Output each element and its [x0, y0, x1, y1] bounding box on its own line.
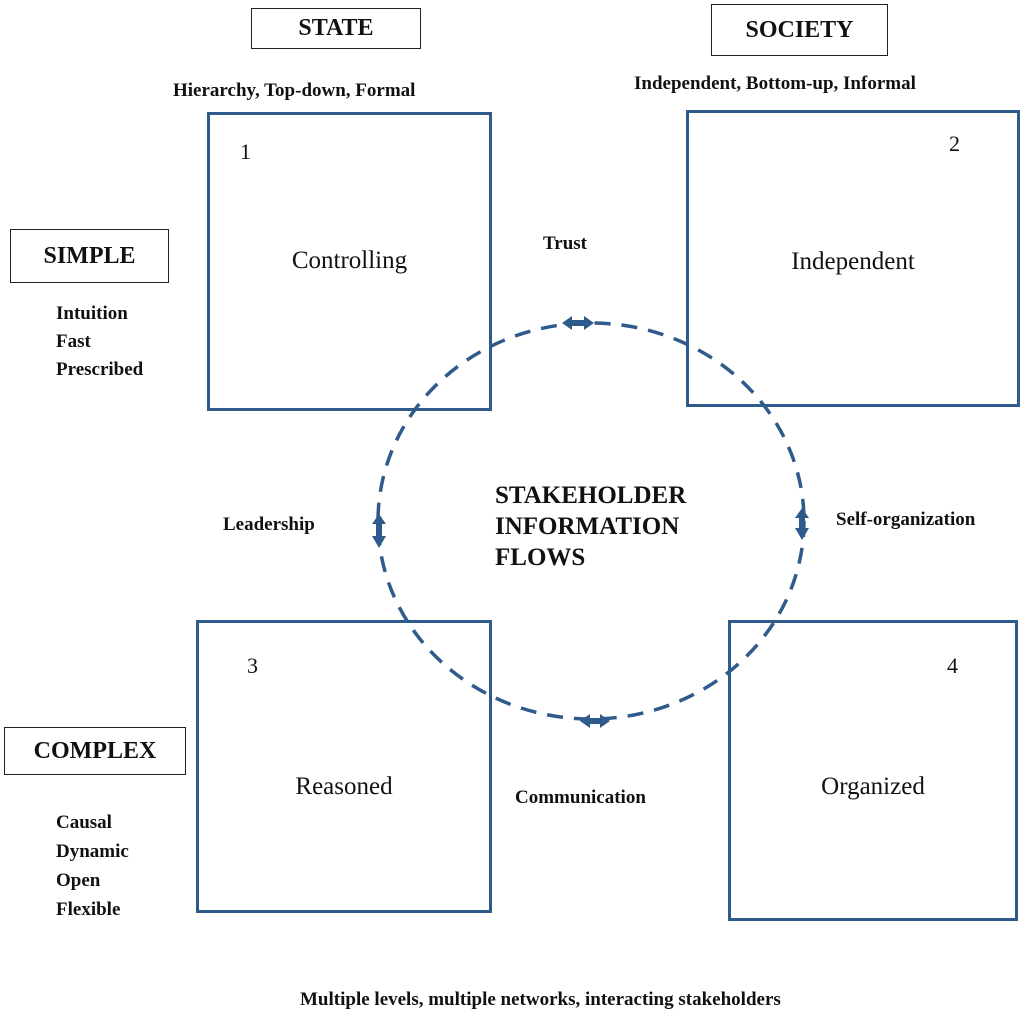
center-line: FLOWS [495, 544, 586, 571]
flow-label-communication: Communication [515, 787, 646, 808]
flow-label-self-organization: Self-organization [836, 509, 976, 530]
center-title: STAKEHOLDER INFORMATION FLOWS [495, 480, 686, 573]
simple-desc-item: Intuition [56, 303, 128, 324]
quadrant-label: Reasoned [295, 773, 393, 800]
complex-description: Causal Dynamic Open Flexible [56, 808, 129, 924]
complex-desc-item: Causal [56, 812, 112, 833]
simple-description: Intuition Fast Prescribed [56, 300, 143, 384]
complex-desc-item: Open [56, 870, 101, 891]
state-label: STATE [251, 8, 421, 49]
quadrant-number: 4 [947, 653, 958, 678]
double-arrow-right-icon [795, 508, 809, 540]
society-description: Independent, Bottom-up, Informal [634, 73, 916, 94]
center-line: INFORMATION [495, 513, 680, 540]
quadrant-reasoned: 3 Reasoned [196, 620, 492, 913]
quadrant-controlling: 1 Controlling [207, 112, 492, 411]
complex-label: COMPLEX [4, 727, 186, 775]
flow-label-leadership: Leadership [223, 514, 315, 535]
complex-desc-item: Dynamic [56, 841, 129, 862]
complex-desc-item: Flexible [56, 899, 121, 920]
society-label: SOCIETY [711, 4, 888, 56]
double-arrow-top-icon [562, 316, 594, 330]
simple-desc-item: Fast [56, 331, 91, 352]
state-description: Hierarchy, Top-down, Formal [173, 80, 416, 101]
quadrant-label: Independent [791, 248, 915, 275]
footer-caption: Multiple levels, multiple networks, inte… [300, 989, 781, 1010]
center-line: STAKEHOLDER [495, 482, 687, 509]
quadrant-number: 3 [247, 653, 258, 678]
quadrant-label: Organized [821, 773, 925, 800]
simple-desc-item: Prescribed [56, 359, 144, 380]
double-arrow-bottom-icon [580, 714, 610, 728]
simple-label: SIMPLE [10, 229, 169, 283]
flow-label-trust: Trust [543, 233, 587, 254]
quadrant-independent: 2 Independent [686, 110, 1020, 407]
quadrant-number: 1 [240, 139, 251, 164]
quadrant-organized: 4 Organized [728, 620, 1018, 921]
quadrant-number: 2 [949, 131, 960, 156]
double-arrow-left-icon [372, 514, 386, 548]
quadrant-label: Controlling [291, 247, 408, 274]
